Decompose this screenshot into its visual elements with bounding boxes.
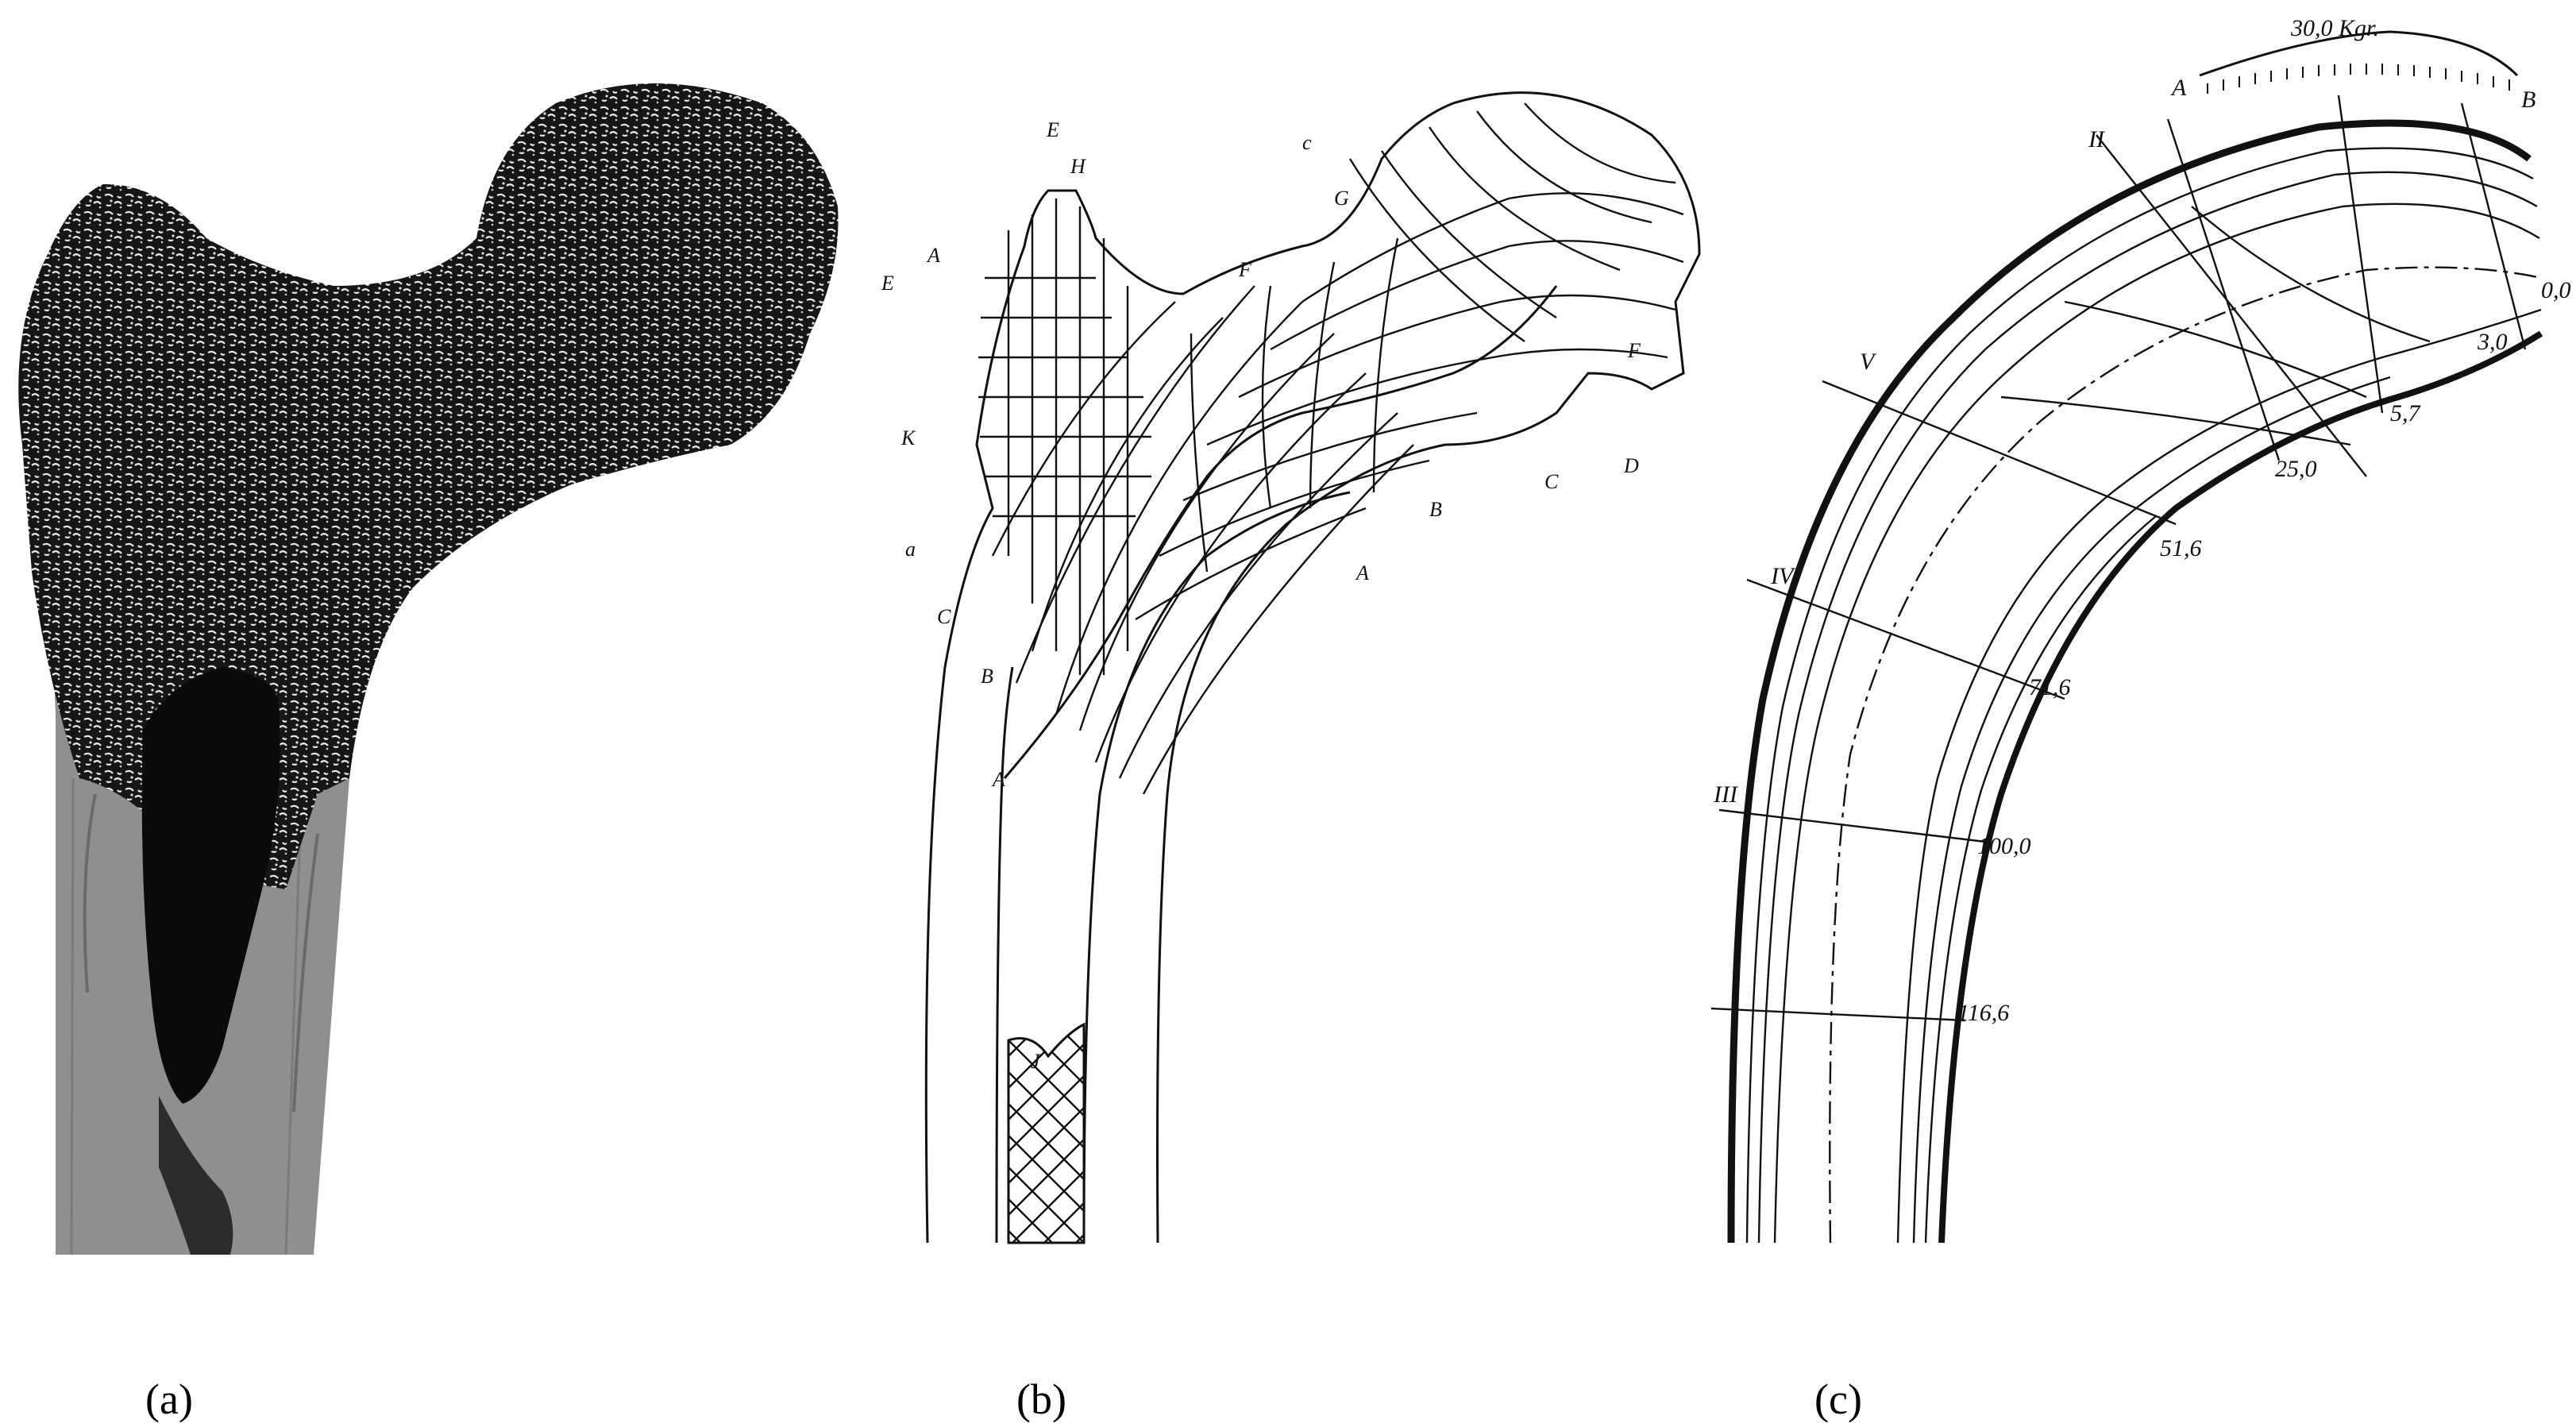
panel-a-trabecular-region — [18, 83, 839, 889]
panel-b-annotation: c — [1302, 131, 1312, 154]
panel-c-stress-value: 116,6 — [1957, 1000, 2009, 1026]
panel-b-drawing — [924, 91, 1701, 1244]
panel-b-annotation: F — [1627, 339, 1641, 362]
panel-c-section-mark: II — [2088, 126, 2106, 152]
panel-b-annotation: K — [900, 426, 916, 449]
panel-b-annotation: A — [991, 768, 1005, 791]
panel-b-annotation: G — [1334, 187, 1349, 210]
panel-c-section-mark: IV — [1770, 563, 1796, 589]
panel-c-arc-end-label: A — [2170, 75, 2187, 101]
panel-b-caption: (b) — [1016, 1375, 1066, 1423]
panel-a-medullary-cavity — [141, 667, 280, 1104]
panel-c-load-label: 30,0 Kgr. — [2290, 15, 2379, 41]
panel-c-inner-wall — [1938, 330, 2543, 1244]
panel-b-annotation: B — [981, 665, 993, 688]
panel-b-annotation: C — [1544, 470, 1559, 493]
section-line — [1710, 1007, 1966, 1022]
panel-c-stress-value: 25,0 — [2275, 456, 2317, 482]
panel-b-annotation: H — [1070, 155, 1086, 178]
panel-c-stress-value: 0,0 — [2541, 277, 2571, 303]
panel-c-load-arc — [2199, 30, 2519, 77]
panel-c-annotations: 30,0 Kgr. A B V IV III II 0,0 3,0 5,7 25… — [1713, 15, 2571, 1026]
panel-c-caption: (c) — [1814, 1375, 1862, 1423]
panel-c-arc-end-label: B — [2521, 87, 2536, 113]
panel-a-photo — [18, 83, 839, 1255]
panel-b-annotation: C — [937, 605, 951, 628]
section-line — [1746, 578, 2065, 700]
panel-b-annotation: E — [881, 272, 894, 295]
panel-b-annotations: E H A F K a C B A E G F B C D A c J — [881, 118, 1641, 1073]
panel-b-annotation: E — [1046, 118, 1059, 141]
section-line — [1718, 808, 1986, 843]
panel-c-stress-value: 5,7 — [2390, 400, 2422, 426]
panel-c-stress-value: 51,6 — [2160, 535, 2202, 561]
panel-b-annotation: B — [1429, 498, 1442, 521]
panel-b-annotation: F — [1238, 258, 1252, 281]
panel-c-stress-value: 3,0 — [2477, 329, 2508, 355]
panel-c-stress-value: 71,6 — [2029, 674, 2071, 700]
panel-c-outer-wall — [1727, 119, 2532, 1244]
panel-c-stress-value: 100,0 — [1977, 833, 2031, 859]
panel-b-annotation: A — [1355, 561, 1369, 584]
panel-b-annotation: a — [905, 538, 916, 561]
panel-b-annotation: D — [1623, 454, 1639, 477]
panel-c-drawing — [1710, 30, 2543, 1244]
panel-c-section-mark: III — [1713, 781, 1739, 808]
panel-b-outline-medial — [924, 91, 1701, 1244]
panel-a-caption: (a) — [145, 1375, 193, 1423]
section-line — [1822, 380, 2177, 526]
panel-b-annotation: J — [1031, 1050, 1041, 1073]
panel-b-annotation: A — [926, 244, 940, 267]
panel-c-section-mark: V — [1860, 349, 1877, 375]
